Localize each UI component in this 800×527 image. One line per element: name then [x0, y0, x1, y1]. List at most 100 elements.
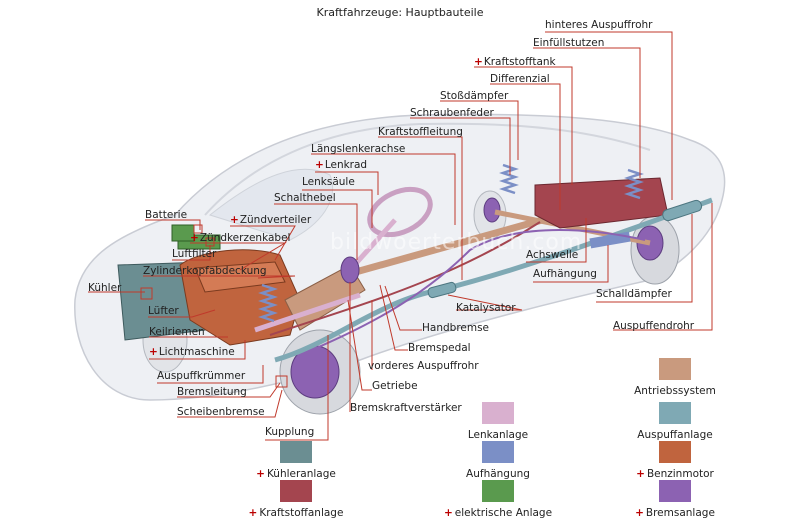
- legend-label: Aufhängung: [428, 468, 568, 480]
- plus-icon: +: [635, 507, 644, 519]
- plus-icon: +: [190, 232, 199, 244]
- rear-spring: [499, 163, 519, 195]
- legend-text: elektrische Anlage: [454, 507, 553, 519]
- label-text: Getriebe: [372, 380, 418, 392]
- label-text: Zündverteiler: [239, 214, 312, 226]
- windshield: [208, 168, 334, 241]
- label-längslenkerachse: Längslenkerachse: [311, 143, 405, 156]
- label-katalysator: Katalysator: [456, 302, 516, 315]
- label-handbremse: Handbremse: [422, 322, 489, 335]
- label-text: Lüfter: [148, 305, 179, 317]
- legend-text: Aufhängung: [466, 468, 530, 480]
- label-text: Scheibenbremse: [177, 406, 265, 418]
- diagram-title: Kraftfahrzeuge: Hauptbauteile: [316, 6, 484, 19]
- label-text: Lichtmaschine: [158, 346, 235, 358]
- label-text: Lenksäule: [302, 176, 355, 188]
- watermark: bildwoerterbuch.com: [330, 230, 583, 255]
- legend-swatch: [482, 441, 514, 463]
- legend-label: Lenkanlage: [428, 429, 568, 441]
- label-schalthebel: Schalthebel: [274, 192, 336, 205]
- plus-icon: +: [149, 346, 158, 358]
- label-kraftstofftank: +Kraftstofftank: [474, 56, 556, 69]
- label-luftfilter: Luftfilter: [172, 248, 216, 261]
- label-text: Bremsleitung: [177, 386, 247, 398]
- legend-swatch: [659, 358, 691, 380]
- label-aufhängung: Aufhängung: [533, 268, 597, 281]
- legend-label: +elektrische Anlage: [428, 507, 568, 519]
- plus-icon: +: [443, 507, 453, 519]
- label-text: Einfüllstutzen: [533, 37, 605, 49]
- front-spring: [258, 283, 278, 323]
- label-text: Stoßdämpfer: [440, 90, 509, 102]
- legend-swatch: [659, 480, 691, 502]
- plus-icon: +: [474, 56, 483, 68]
- label-text: Kühler: [88, 282, 122, 294]
- label-text: Zylinderkopfabdeckung: [143, 265, 267, 277]
- label-text: Batterie: [145, 209, 188, 221]
- label-lenkrad: +Lenkrad: [315, 159, 367, 172]
- label-text: Achswelle: [526, 249, 579, 261]
- label-kupplung: Kupplung: [265, 426, 314, 439]
- legend-swatch: [280, 441, 312, 463]
- label-auspuffkrümmer: Auspuffkrümmer: [157, 370, 245, 383]
- rear-right-brake-disc: [483, 197, 501, 223]
- label-lichtmaschine: +Lichtmaschine: [149, 346, 235, 359]
- label-text: Luftfilter: [172, 248, 217, 260]
- label-text: hinteres Auspuffrohr: [545, 19, 653, 31]
- legend-text: Kraftstoffanlage: [259, 507, 344, 519]
- label-text: Bremspedal: [408, 342, 471, 354]
- rear-spring-2: [624, 168, 644, 200]
- label-zündkerzenkabel: +Zündkerzenkabel: [190, 232, 290, 245]
- drive-shaft: [344, 211, 561, 279]
- label-lüfter: Lüfter: [148, 305, 179, 318]
- steering-rack: [254, 292, 361, 333]
- brake-line: [299, 229, 646, 356]
- steering-wheel: [367, 186, 433, 238]
- legend-swatch: [659, 402, 691, 424]
- plus-icon: +: [230, 214, 239, 226]
- legend-label: +Kraftstoffanlage: [226, 507, 366, 519]
- plus-icon: +: [256, 468, 265, 480]
- label-text: Zündkerzenkabel: [199, 232, 291, 244]
- legend-label: Antriebssystem: [605, 385, 745, 397]
- legend-label: Auspuffanlage: [605, 429, 745, 441]
- label-keilriemen: Keilriemen: [149, 326, 205, 339]
- legend-swatch: [280, 480, 312, 502]
- label-text: Bremskraftverstärker: [350, 402, 462, 414]
- legend-swatch: [482, 402, 514, 424]
- label-achswelle: Achswelle: [526, 249, 578, 262]
- steering-column: [348, 218, 397, 272]
- label-text: Keilriemen: [149, 326, 205, 338]
- legend-text: Kühleranlage: [266, 468, 336, 480]
- label-text: Aufhängung: [533, 268, 597, 280]
- label-zylinderkopfabdeckung: Zylinderkopfabdeckung: [143, 265, 267, 278]
- label-text: Auspuffendrohr: [613, 320, 695, 332]
- label-hinteres-auspuffrohr: hinteres Auspuffrohr: [545, 19, 653, 32]
- label-text: Handbremse: [422, 322, 490, 334]
- label-text: Differenzial: [490, 73, 550, 85]
- legend-swatch: [482, 480, 514, 502]
- legend-label: +Bremsanlage: [605, 507, 745, 519]
- label-einfüllstutzen: Einfüllstutzen: [533, 37, 604, 50]
- label-bremskraftverstärker: Bremskraftverstärker: [350, 402, 462, 415]
- marker-boxes: [140, 224, 288, 388]
- plus-icon: +: [248, 507, 258, 519]
- legend-label: +Kühleranlage: [226, 468, 366, 480]
- legend-swatch: [659, 441, 691, 463]
- label-text: Längslenkerachse: [311, 143, 406, 155]
- label-text: Lenkrad: [324, 159, 368, 171]
- car-roof: [204, 122, 651, 216]
- muffler: [662, 199, 703, 222]
- label-getriebe: Getriebe: [372, 380, 418, 393]
- brake-booster: [340, 256, 360, 284]
- label-text: Schalthebel: [274, 192, 336, 204]
- label-kühler: Kühler: [88, 282, 121, 295]
- label-text: Kraftstofftank: [483, 56, 556, 68]
- legend-text: Auspuffanlage: [637, 429, 713, 441]
- label-bremsleitung: Bremsleitung: [177, 386, 247, 399]
- label-kraftstoffleitung: Kraftstoffleitung: [378, 126, 463, 139]
- label-text: Auspuffkrümmer: [157, 370, 246, 382]
- catalytic-converter: [427, 281, 457, 299]
- label-stoßdämpfer: Stoßdämpfer: [440, 90, 508, 103]
